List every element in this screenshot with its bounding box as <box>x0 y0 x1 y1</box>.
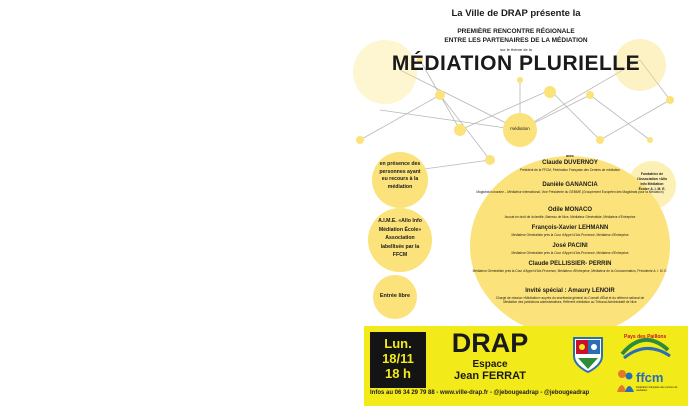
date-day: Lun. <box>384 336 412 351</box>
speaker-desc: Médiateur Généraliste près la Cour d'App… <box>511 251 629 255</box>
main-title: MÉDIATION PLURIELLE <box>391 52 641 75</box>
date-time: 18 h <box>384 366 411 381</box>
network-graphic <box>353 39 676 336</box>
venue-line-2: Jean FERRAT <box>454 370 526 382</box>
date-box: Lun. 18/11 18 h <box>370 332 426 388</box>
subtitle-line-1: PREMIÈRE RENCONTRE RÉGIONALE <box>457 28 575 35</box>
speaker-name: José PACINI <box>552 243 588 249</box>
speakers-intro: avec <box>566 154 574 158</box>
speaker-name: Danièle GANANCIA <box>542 182 598 188</box>
theme-prefix: sur le thème de la <box>500 47 532 52</box>
aime-bubble-text: A.I.M.E. «Allo Info Médiation École» Ass… <box>378 218 422 258</box>
network-center-label: médiation <box>510 126 530 131</box>
date-number: 18/11 <box>382 351 414 366</box>
pays-des-paillons-logo: Pays des Paillons <box>614 332 676 362</box>
speaker-name: Claude DUVERNOY <box>542 160 598 166</box>
ffcm-logo: ffcm Fédération française des centres de… <box>614 366 684 400</box>
venue-line-1: Espace <box>472 359 508 370</box>
event-banner: Lun. 18/11 18 h DRAP Espace Jean FERRAT … <box>364 326 688 406</box>
speaker-desc: Médiateur Généraliste près la Cour d'App… <box>511 233 629 237</box>
speaker-name: François-Xavier LEHMANN <box>531 225 609 231</box>
presenter-line: La Ville de DRAP présente la <box>451 8 581 19</box>
city-crest-icon <box>572 336 604 379</box>
speaker-desc: Chargé de mission «Médiation» auprès du … <box>495 296 645 304</box>
speaker-name: Claude PELLISSIER- PERRIN <box>528 261 612 267</box>
event-poster: La Ville de DRAP présente la PREMIÈRE RE… <box>340 0 692 410</box>
city-name: DRAP <box>451 328 529 358</box>
pays-logo-text: Pays des Paillons <box>624 334 667 340</box>
entry-free-text: Entrée libre <box>379 293 411 299</box>
speaker-desc: Président de la FFCM, Fédération Françai… <box>519 168 621 172</box>
speaker-desc: Médiateur Généraliste près la Cour d'App… <box>472 269 668 273</box>
aime-founder-note: Fondatrice de l'Association «Allo Info M… <box>636 172 668 191</box>
speaker-desc: Magistrat honoraire – Médiateur internat… <box>476 190 664 194</box>
ffcm-logo-subtext: Fédération française des centres de médi… <box>636 386 678 392</box>
speaker-name: Invité spécial : Amaury LENOIR <box>525 288 615 294</box>
presence-bubble-text: en présence des personnes ayant eu recou… <box>379 161 421 190</box>
subtitle-line-2: ENTRE LES PARTENAIRES DE LA MÉDIATION <box>444 37 588 44</box>
contact-line: Infos au 06 34 29 79 88 - www.ville-drap… <box>370 390 590 396</box>
ffcm-logo-text: ffcm <box>636 370 664 385</box>
speaker-name: Odile MONACO <box>547 207 592 213</box>
speaker-desc: Avocat en droit de la famille, Barreau d… <box>504 215 636 219</box>
